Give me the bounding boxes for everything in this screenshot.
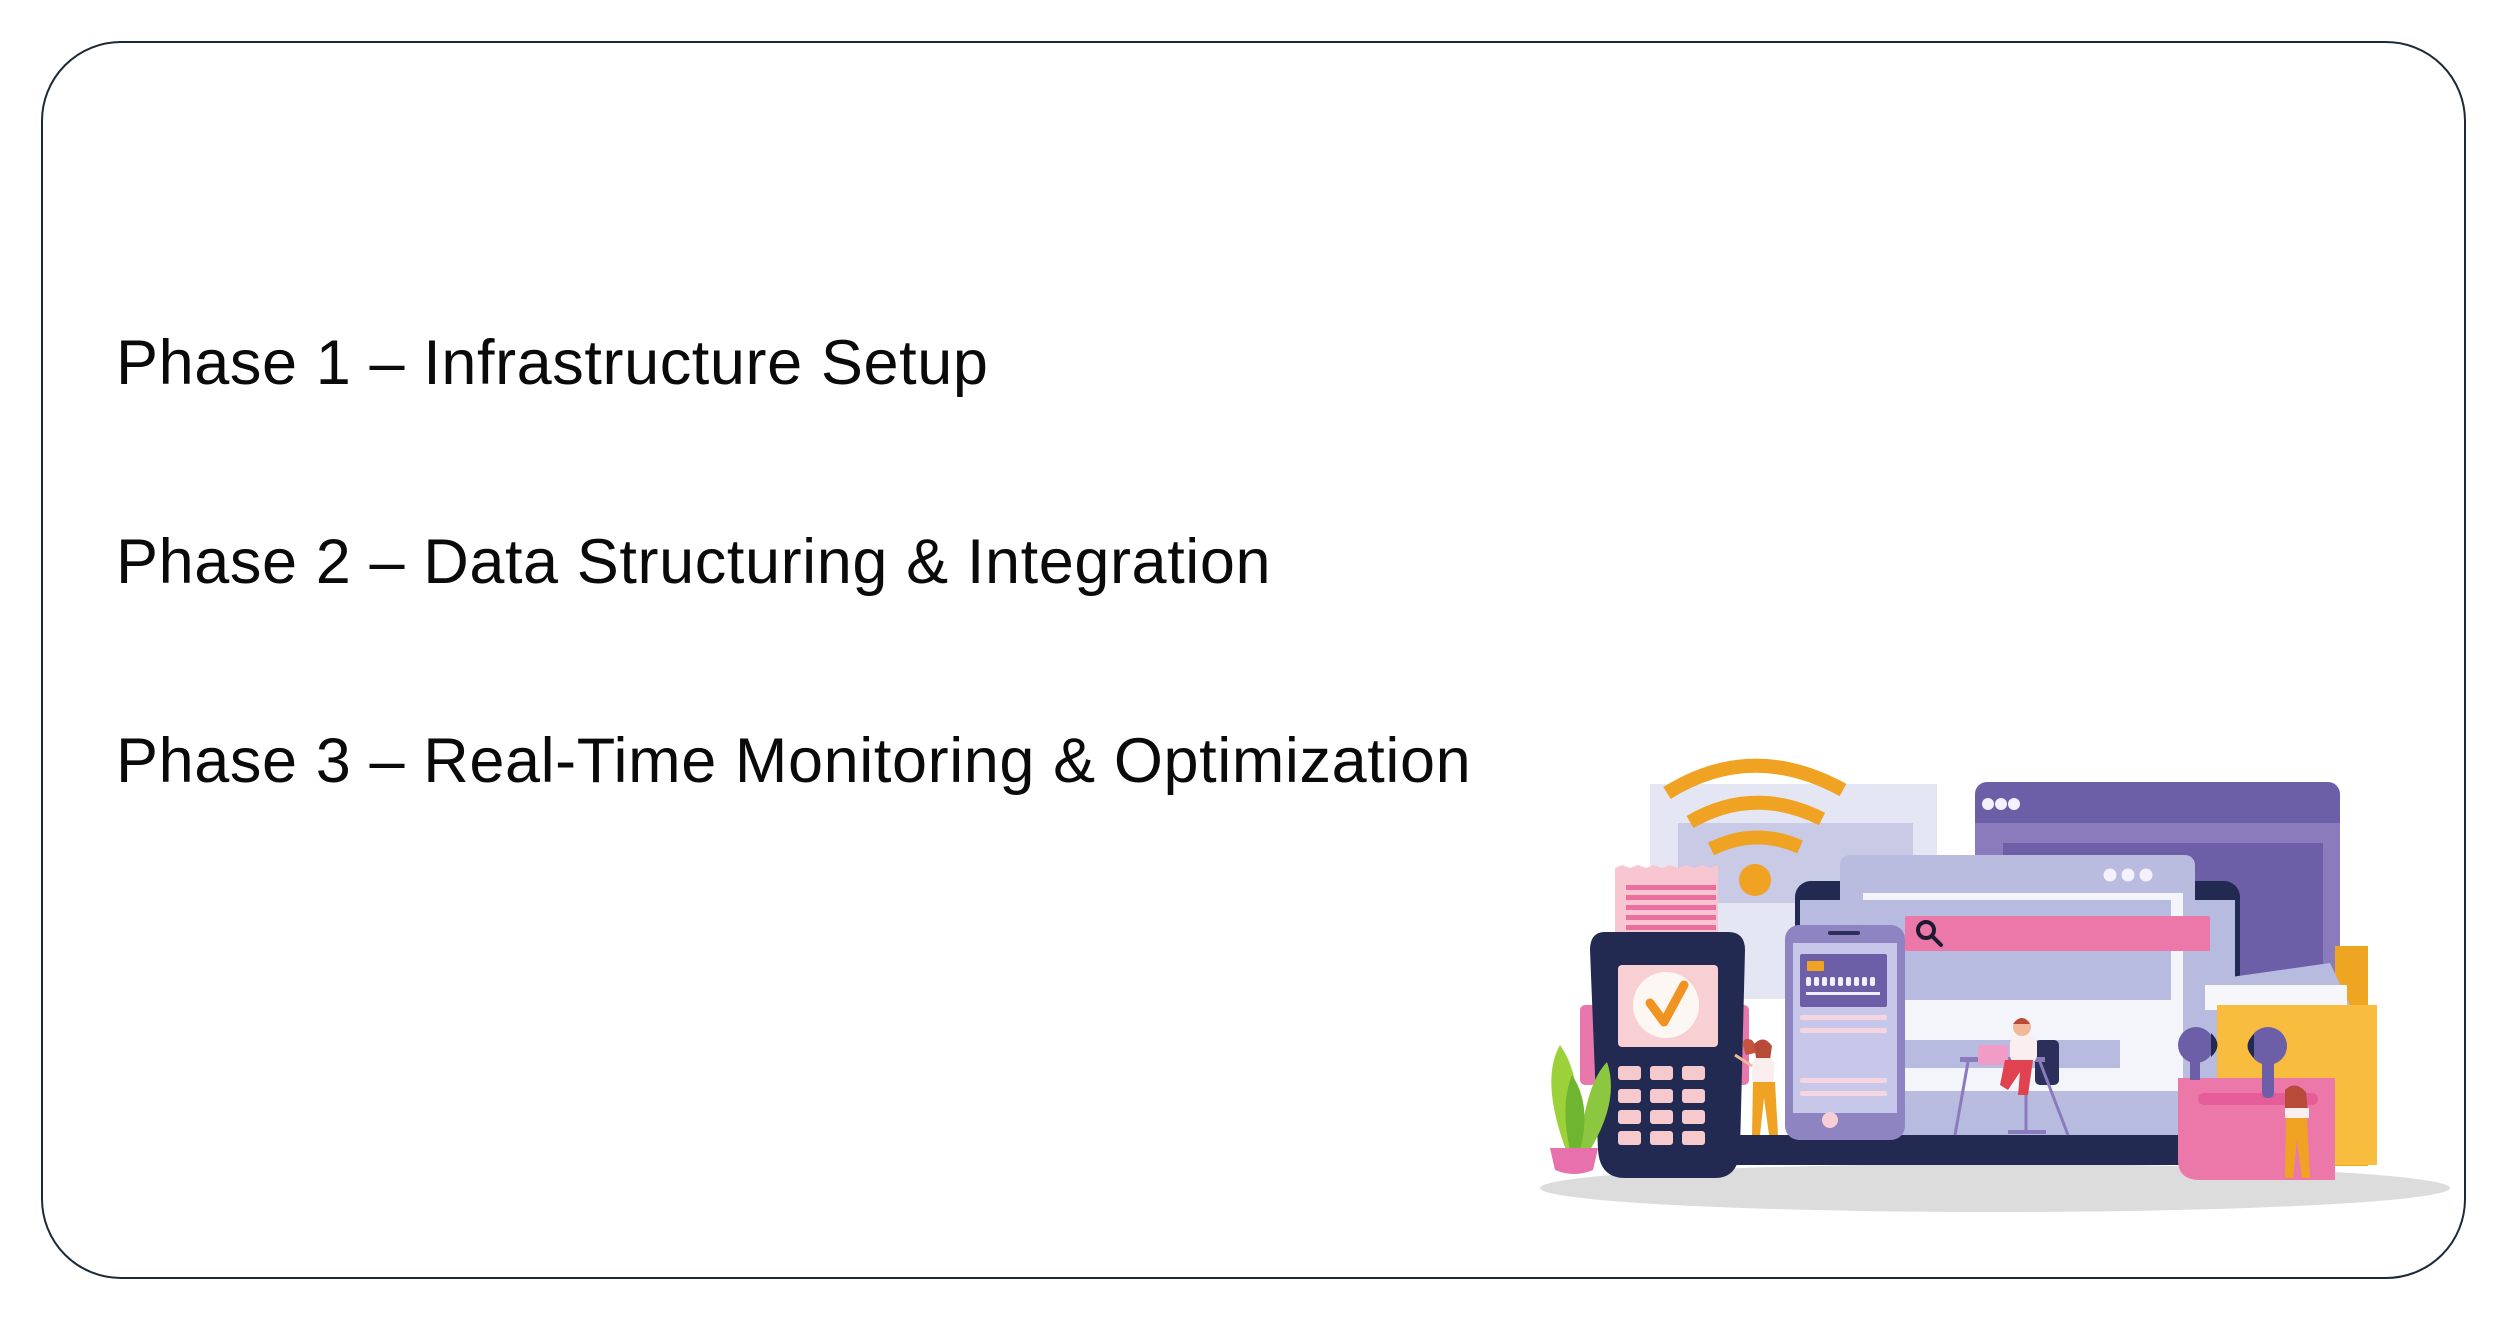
phase-3-title: Phase 3 – Real-Time Monitoring & Optimiz… bbox=[116, 726, 1472, 796]
phase-1-title: Phase 1 – Infrastructure Setup bbox=[116, 328, 989, 398]
content-card bbox=[41, 41, 2466, 1279]
phase-2-title: Phase 2 – Data Structuring & Integration bbox=[116, 527, 1272, 597]
